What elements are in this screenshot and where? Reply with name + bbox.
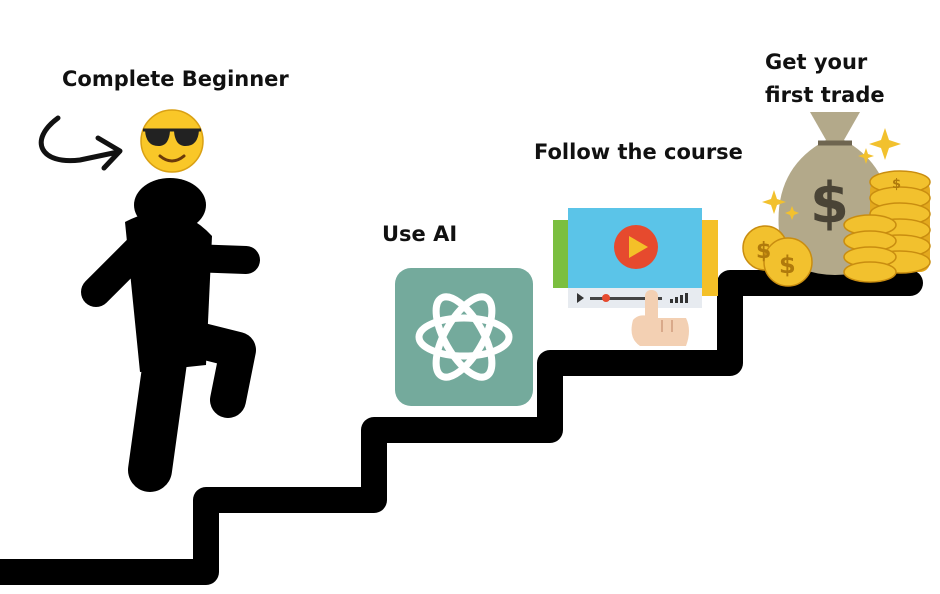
sparkle-icon [762, 128, 901, 220]
video-player-icon [553, 208, 718, 308]
label-use-ai: Use AI [382, 222, 458, 246]
label-line-first-trade: first trade [765, 83, 885, 107]
sunglasses-emoji-icon [140, 109, 204, 173]
staircase [0, 270, 923, 585]
gold-coins-icon: $ $ $ [742, 170, 931, 287]
label-complete-beginner: Complete Beginner [62, 67, 289, 91]
pointing-hand-icon [631, 290, 689, 346]
openai-logo-icon [395, 268, 533, 406]
svg-text:$: $ [892, 177, 901, 192]
svg-text:$: $ [810, 171, 849, 236]
label-line-get-your: Get your [765, 50, 868, 74]
svg-text:$: $ [756, 239, 771, 264]
curved-arrow-icon [38, 115, 123, 171]
climbing-person-icon [81, 178, 260, 492]
label-get-your-first-trade: Get your first trade [765, 46, 885, 112]
label-follow-the-course: Follow the course [534, 140, 743, 164]
svg-text:$: $ [779, 251, 796, 279]
